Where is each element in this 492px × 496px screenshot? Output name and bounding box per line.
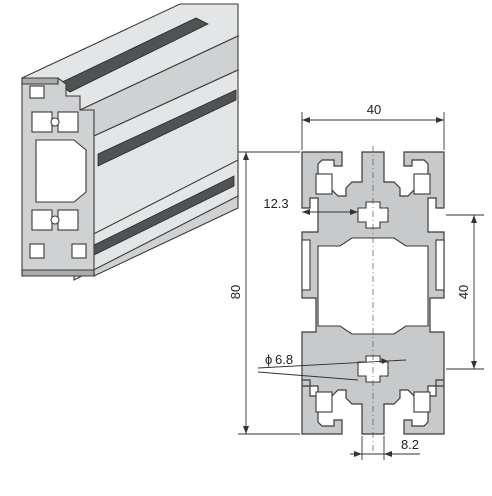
dimension-width-40: 40 bbox=[301, 102, 445, 150]
slot-width-label: 8.2 bbox=[401, 437, 419, 452]
dimension-offset-12-3: 12.3 bbox=[263, 196, 358, 215]
width-label: 40 bbox=[367, 102, 381, 117]
dimension-slot-8-2: 8.2 bbox=[350, 436, 420, 460]
dimension-hole-6-8: ϕ 6.8 bbox=[257, 352, 407, 381]
isometric-view bbox=[20, 3, 239, 281]
dimension-height-80: 80 bbox=[228, 151, 300, 435]
hole-prefix: ϕ bbox=[265, 352, 272, 367]
offset-label: 12.3 bbox=[263, 196, 288, 211]
pitch-label: 40 bbox=[456, 285, 471, 299]
height-label: 80 bbox=[228, 285, 243, 299]
dimension-pitch-40: 40 bbox=[446, 214, 484, 370]
hole-label: 6.8 bbox=[275, 352, 293, 367]
